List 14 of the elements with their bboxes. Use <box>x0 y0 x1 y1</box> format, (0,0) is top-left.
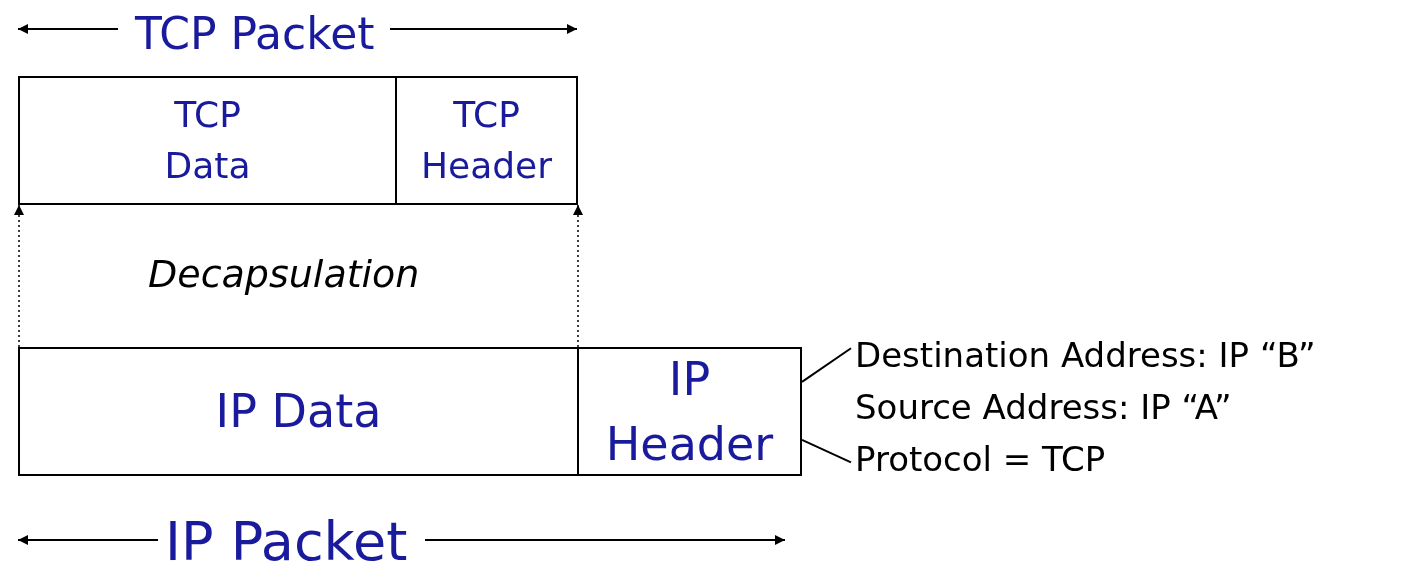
annotation-text: Source Address: IP “A” <box>855 390 1232 424</box>
dimension-label: TCP Packet <box>135 12 375 56</box>
arrow <box>573 204 583 348</box>
packet-segment: IP Header <box>577 347 802 476</box>
packet-segment: TCP Header <box>395 76 578 205</box>
process-label: Decapsulation <box>148 255 420 293</box>
packet-segment: IP Data <box>18 347 579 476</box>
arrow <box>14 204 24 348</box>
annotation-text: Protocol = TCP <box>855 442 1106 476</box>
dimension-label: IP Packet <box>165 515 408 567</box>
packet-segment: TCP Data <box>18 76 397 205</box>
annotation-text: Destination Address: IP “B” <box>855 338 1316 372</box>
leader-line <box>801 438 852 464</box>
leader-line <box>801 347 852 383</box>
